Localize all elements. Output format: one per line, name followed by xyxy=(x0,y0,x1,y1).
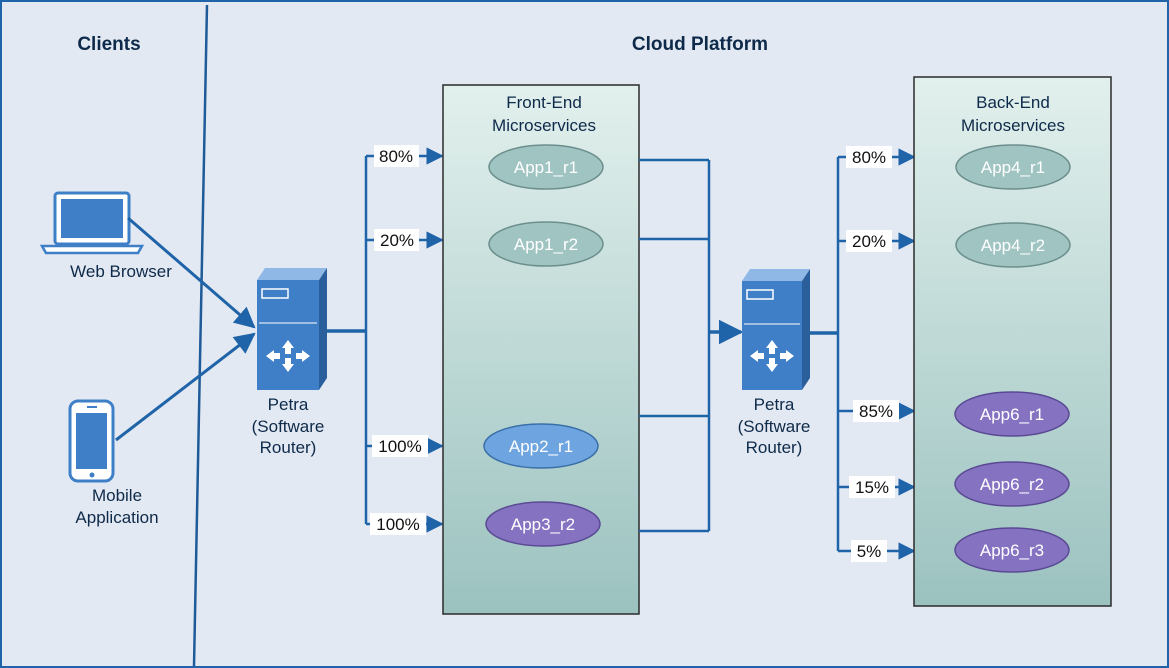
back-end-title-line2: Microservices xyxy=(961,116,1065,135)
node-app6-r3: App6_r3 xyxy=(954,527,1070,573)
node-app4-r1: App4_r1 xyxy=(955,144,1071,190)
front-end-title-line1: Front-End xyxy=(506,93,582,112)
back-weight-2-bg xyxy=(846,230,892,252)
node-app3-r2: App3_r2 xyxy=(485,501,601,547)
router-2-label-line3: Router) xyxy=(746,438,803,457)
front-weight-3-bg xyxy=(372,435,428,457)
back-weight-4-bg xyxy=(849,476,895,498)
node-app6-r2-label: App6_r2 xyxy=(980,475,1044,494)
router-1-label-line1: Petra xyxy=(268,395,309,414)
front-weight-2: 20% xyxy=(380,231,414,250)
back-weight-1: 80% xyxy=(852,148,886,167)
router-1-arrows-icon xyxy=(266,340,310,372)
laptop-icon xyxy=(39,191,145,255)
router-2-server-icon xyxy=(742,269,810,390)
back-weight-5: 5% xyxy=(857,542,882,561)
browser-to-router-arrow xyxy=(127,216,256,329)
node-app6-r1: App6_r1 xyxy=(954,391,1070,437)
node-app4-r2-label: App4_r2 xyxy=(981,236,1045,255)
node-app1-r1: App1_r1 xyxy=(488,144,604,190)
web-browser-label: Web Browser xyxy=(70,262,172,281)
back-end-title-line1: Back-End xyxy=(976,93,1050,112)
node-app6-r2: App6_r2 xyxy=(954,461,1070,507)
front-end-title-line2: Microservices xyxy=(492,116,596,135)
clients-heading: Clients xyxy=(77,34,140,55)
back-weight-4: 15% xyxy=(855,478,889,497)
node-app1-r1-label: App1_r1 xyxy=(514,158,578,177)
router-1-server-icon xyxy=(257,268,327,390)
node-app1-r2-label: App1_r2 xyxy=(514,235,578,254)
front-weight-4-bg xyxy=(370,513,426,535)
front-weight-3: 100% xyxy=(378,437,421,456)
back-weight-3: 85% xyxy=(859,402,893,421)
mobile-label-line1: Mobile xyxy=(92,486,142,505)
back-weight-5-bg xyxy=(851,540,887,562)
node-app2-r1: App2_r1 xyxy=(483,423,599,469)
region-divider xyxy=(192,4,209,667)
mobile-label-line2: Application xyxy=(75,508,158,527)
node-app2-r1-label: App2_r1 xyxy=(509,437,573,456)
back-weight-1-bg xyxy=(846,146,892,168)
node-app6-r3-label: App6_r3 xyxy=(980,541,1044,560)
mobile-phone-icon xyxy=(68,399,115,483)
front-weight-1-bg xyxy=(374,145,419,167)
router-1-label-line3: Router) xyxy=(260,438,317,457)
router-1-label-line2: (Software xyxy=(252,417,325,436)
router-2-arrows-icon xyxy=(750,340,794,372)
front-weight-1: 80% xyxy=(379,147,413,166)
front-to-router-2-lines xyxy=(639,158,744,533)
front-weight-2-bg xyxy=(374,229,419,251)
node-app4-r1-label: App4_r1 xyxy=(981,158,1045,177)
cloud-platform-heading: Cloud Platform xyxy=(632,34,768,55)
node-app4-r2: App4_r2 xyxy=(955,222,1071,268)
front-weight-4: 100% xyxy=(376,515,419,534)
router-2-label-line1: Petra xyxy=(754,395,795,414)
node-app3-r2-label: App3_r2 xyxy=(511,515,575,534)
router-2-label-line2: (Software xyxy=(738,417,811,436)
back-weight-2: 20% xyxy=(852,232,886,251)
mobile-to-router-arrow xyxy=(115,332,256,442)
back-weight-3-bg xyxy=(853,400,899,422)
node-app6-r1-label: App6_r1 xyxy=(980,405,1044,424)
node-app1-r2: App1_r2 xyxy=(488,221,604,267)
